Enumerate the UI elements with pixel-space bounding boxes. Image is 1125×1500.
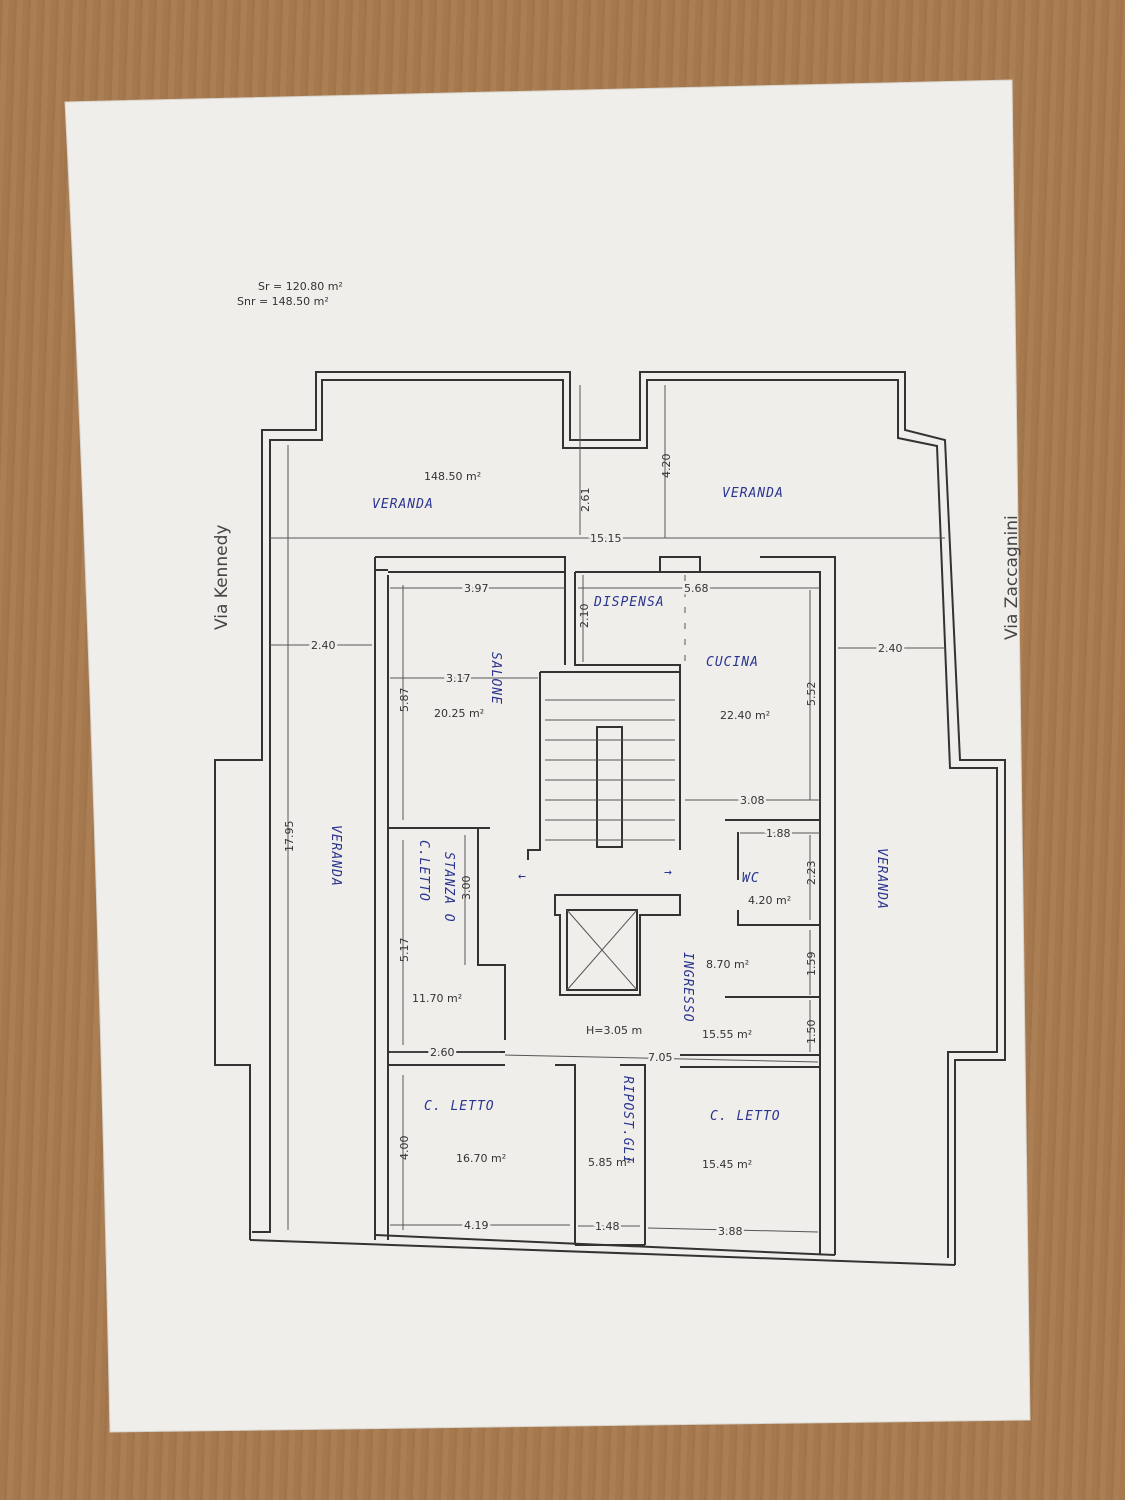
arrow-right-icon: → [664,865,673,880]
cucina-area: 22.40 m² [720,709,770,722]
dim-1-50: 1.50 [805,1020,818,1045]
veranda-label-left: VERANDA [328,825,343,887]
ceiling-height: H=3.05 m [586,1024,642,1037]
ripostiglio-label: RIPOST.GLI [620,1076,635,1164]
dim-4-20: 4.20 [660,454,673,479]
dim-3-97: 3.97 [464,582,489,595]
wc-label: WC [742,871,760,886]
arrow-left-icon: ← [518,869,527,884]
letto2-label: C. LETTO [710,1109,781,1124]
dim-2-61: 2.61 [579,488,592,513]
dim-2-40-left: 2.40 [311,639,336,652]
letto1-area: 16.70 m² [456,1152,506,1165]
stanza-label: STANZA O [441,852,456,923]
dim-3-17: 3.17 [446,672,471,685]
dim-5-87: 5.87 [398,688,411,713]
dim-4-19: 4.19 [464,1219,489,1232]
veranda-label-top-right: VERANDA [722,486,784,501]
paper-sheet [64,79,1031,1433]
dim-7-05: 7.05 [648,1051,673,1064]
street-left: Via Kennedy [212,525,232,630]
salone-area: 20.25 m² [434,707,484,720]
dim-2-10: 2.10 [578,604,591,629]
street-right: Via Zaccagnini [1002,515,1022,640]
dim-2-40-right: 2.40 [878,642,903,655]
letto1-label: C. LETTO [424,1099,495,1114]
dim-5-17: 5.17 [398,938,411,963]
dimension-lines [270,385,945,1233]
veranda-outline [214,371,1006,1266]
corridor-area: 15.55 m² [702,1028,752,1041]
dim-2-23: 2.23 [805,861,818,886]
cucina-label: CUCINA [706,655,759,670]
dim-15-15: 15.15 [590,532,622,545]
dim-3-00: 3.00 [460,876,473,901]
veranda-label-right: VERANDA [874,848,889,910]
dim-3-08: 3.08 [740,794,765,807]
stanza-label-alt: C.LETTO [416,840,431,902]
dimension-labels: 2.61 4.20 15.15 3.97 5.68 2.10 2.40 2.40… [283,454,905,1241]
dim-2-60: 2.60 [430,1046,455,1059]
dim-1-88: 1.88 [766,827,791,840]
dim-3-88: 3.88 [718,1225,743,1238]
stanza-area: 11.70 m² [412,992,462,1005]
ripostiglio-area: 5.85 m² [588,1156,631,1169]
ingresso-label: INGRESSO [680,952,695,1023]
dim-17-95: 17.95 [283,821,296,853]
snr-label: Snr = 148.50 m² [237,295,329,308]
dim-4-00: 4.00 [398,1136,411,1161]
salone-label: SALONE [488,652,503,705]
dim-1-48: 1.48 [595,1220,620,1233]
ingresso-area: 8.70 m² [706,958,749,971]
letto2-area: 15.45 m² [702,1158,752,1171]
sr-label: Sr = 120.80 m² [258,280,343,293]
dim-5-52: 5.52 [805,682,818,707]
wc-area: 4.20 m² [748,894,791,907]
apartment-walls [374,556,836,1256]
veranda-label-top-left: VERANDA [372,497,434,512]
dim-1-59: 1.59 [805,952,818,977]
dispensa-label: DISPENSA [593,595,665,610]
veranda-area: 148.50 m² [424,470,481,483]
dim-5-68: 5.68 [684,582,709,595]
